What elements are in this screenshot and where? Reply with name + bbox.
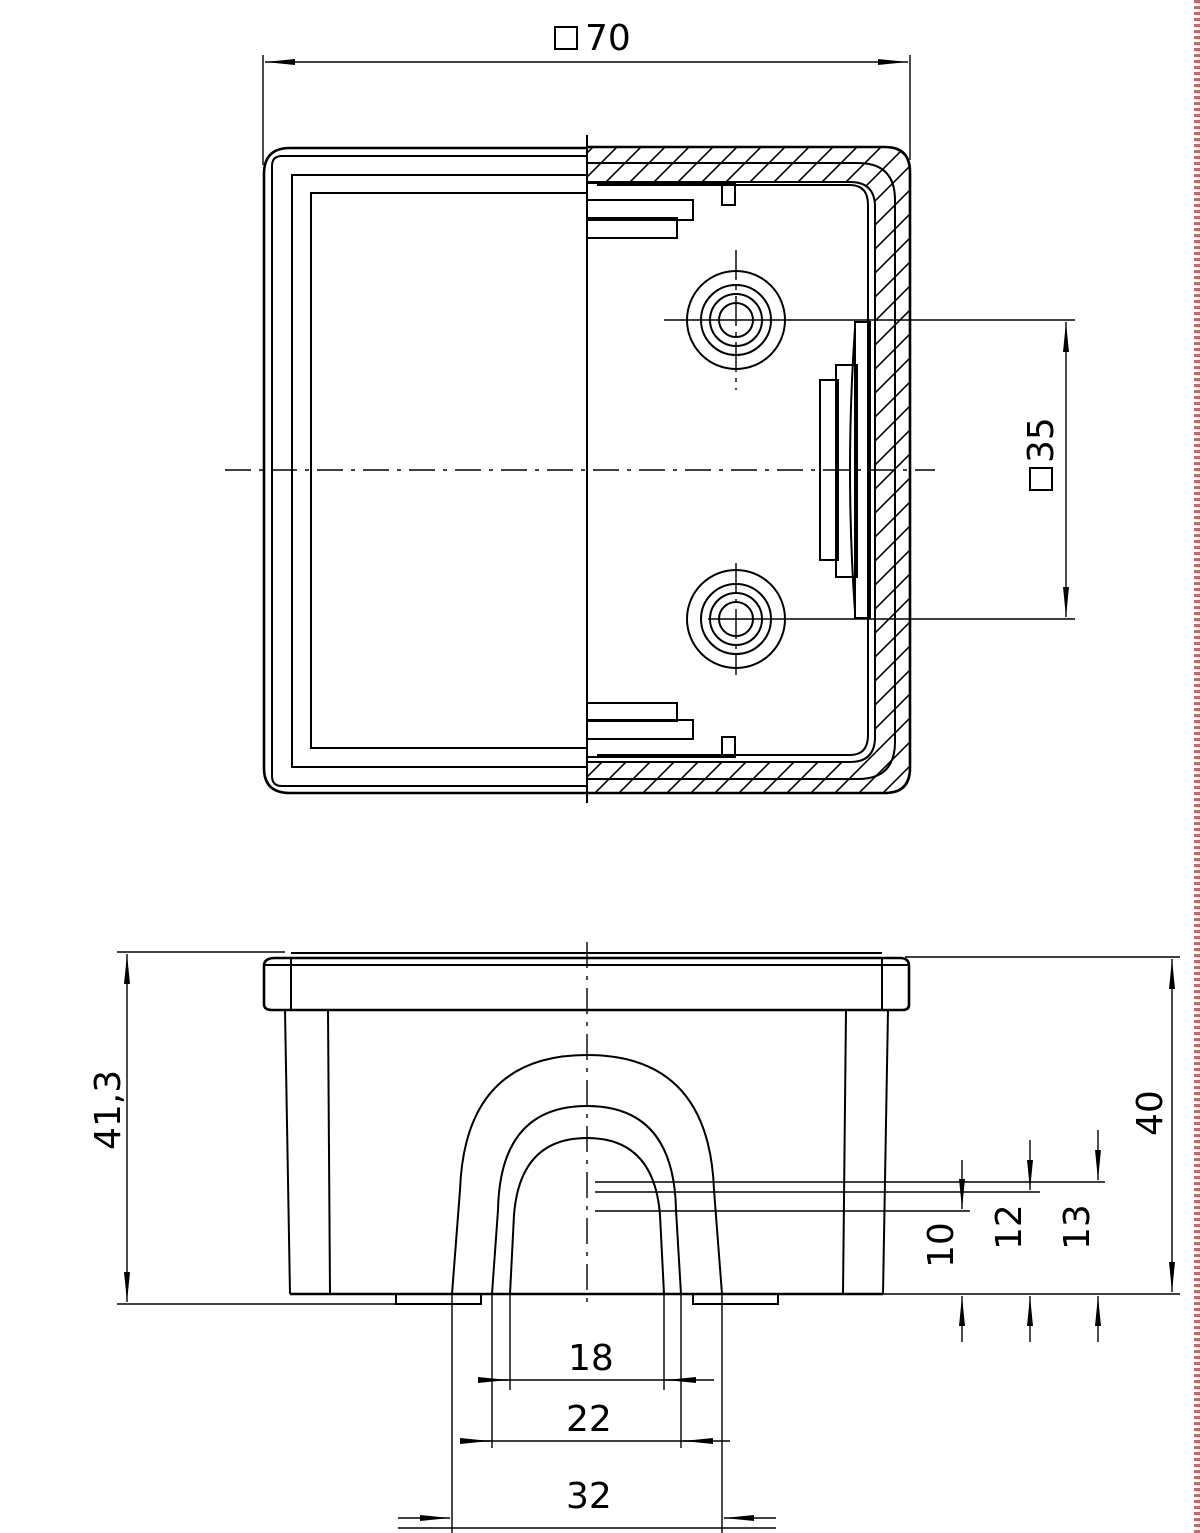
bolt-hole-lower xyxy=(686,563,1075,675)
width-label-22: 22 xyxy=(566,1399,612,1440)
level-label-10: 10 xyxy=(921,1222,962,1268)
side-view: 41,3 40 10 12 13 xyxy=(88,942,1180,1533)
width-label-32: 32 xyxy=(566,1476,612,1517)
width-label-18: 18 xyxy=(568,1338,614,1379)
inner-section-hatching xyxy=(587,163,895,779)
height-label: 40 xyxy=(1130,1090,1171,1136)
total-height-label: 41,3 xyxy=(88,1070,129,1150)
clamp-ledge-top xyxy=(587,182,736,239)
dimension-bolt-spacing-35: 35 xyxy=(1021,322,1069,617)
side-pad xyxy=(819,321,871,619)
clamp-body xyxy=(284,1009,889,1305)
level-label-13: 13 xyxy=(1057,1204,1098,1250)
dimension-level-12: 12 xyxy=(989,1140,1033,1342)
dimension-level-10: 10 xyxy=(921,1160,965,1342)
top-view-section-half xyxy=(587,145,1075,795)
dimension-width-32: 32 xyxy=(398,1476,776,1529)
top-view: 70 xyxy=(225,18,1075,803)
width-label: 70 xyxy=(585,18,631,59)
level-label-12: 12 xyxy=(989,1204,1030,1250)
section-hatching xyxy=(587,147,910,793)
cover-plate xyxy=(262,952,911,1012)
bolt-spacing-label: 35 xyxy=(1021,417,1062,463)
edge-marker-strip xyxy=(1194,0,1200,1533)
square-symbol-icon xyxy=(1029,467,1053,491)
square-symbol-icon xyxy=(554,26,578,50)
dimension-level-13: 13 xyxy=(1057,1130,1101,1342)
clamp-ledge-bottom xyxy=(587,702,736,758)
dimension-width-70: 70 xyxy=(262,18,911,165)
dimension-width-22: 22 xyxy=(460,1399,730,1444)
dimension-width-18: 18 xyxy=(478,1338,714,1383)
bolt-hole-upper xyxy=(664,250,1075,390)
dimension-height-40: 40 xyxy=(883,956,1180,1295)
dimension-total-height: 41,3 xyxy=(88,951,480,1305)
